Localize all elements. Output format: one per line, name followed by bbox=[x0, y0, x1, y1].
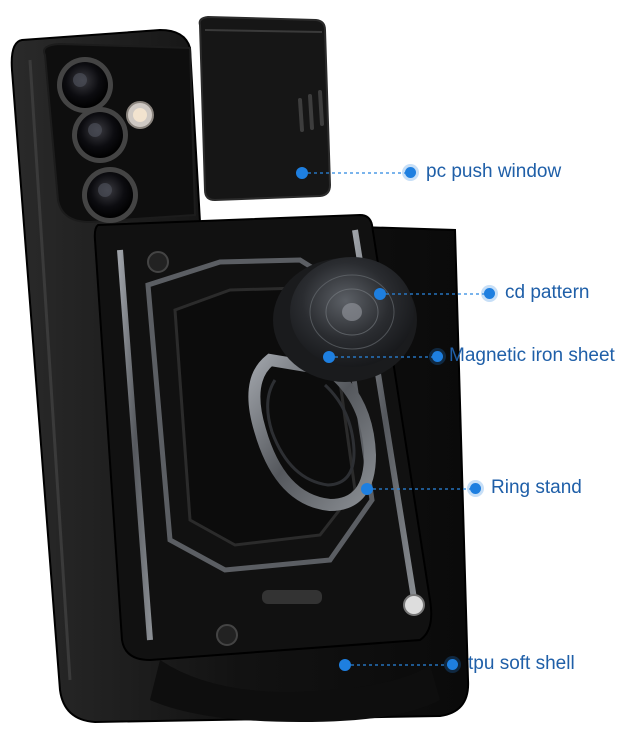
callout-ring-stand: Ring stand bbox=[470, 477, 582, 499]
callout-label: Ring stand bbox=[491, 477, 582, 498]
anchor-dots bbox=[296, 167, 386, 671]
tpu-shell-bottom bbox=[150, 660, 440, 722]
callout-dot bbox=[484, 287, 495, 299]
callout-tpu-soft-shell: tpu soft shell bbox=[447, 653, 575, 675]
callout-magnetic-iron-sheet: Magnetic iron sheet bbox=[432, 345, 615, 367]
callout-label: Magnetic iron sheet bbox=[449, 345, 615, 366]
callout-leaders bbox=[302, 172, 490, 666]
camera-module bbox=[43, 42, 197, 224]
callout-dot bbox=[470, 482, 481, 494]
callout-dot bbox=[447, 658, 458, 670]
callout-cd-pattern: cd pattern bbox=[484, 282, 590, 304]
callout-label: tpu soft shell bbox=[468, 653, 575, 674]
callout-dot bbox=[405, 166, 416, 178]
cd-pattern-disc bbox=[273, 257, 417, 382]
callout-pc-push-window: pc push window bbox=[405, 161, 561, 183]
callout-dot bbox=[432, 350, 443, 362]
push-window-slider bbox=[198, 15, 332, 202]
callout-label: cd pattern bbox=[505, 282, 590, 303]
callout-label: pc push window bbox=[426, 161, 562, 182]
ring-stand bbox=[248, 353, 377, 512]
